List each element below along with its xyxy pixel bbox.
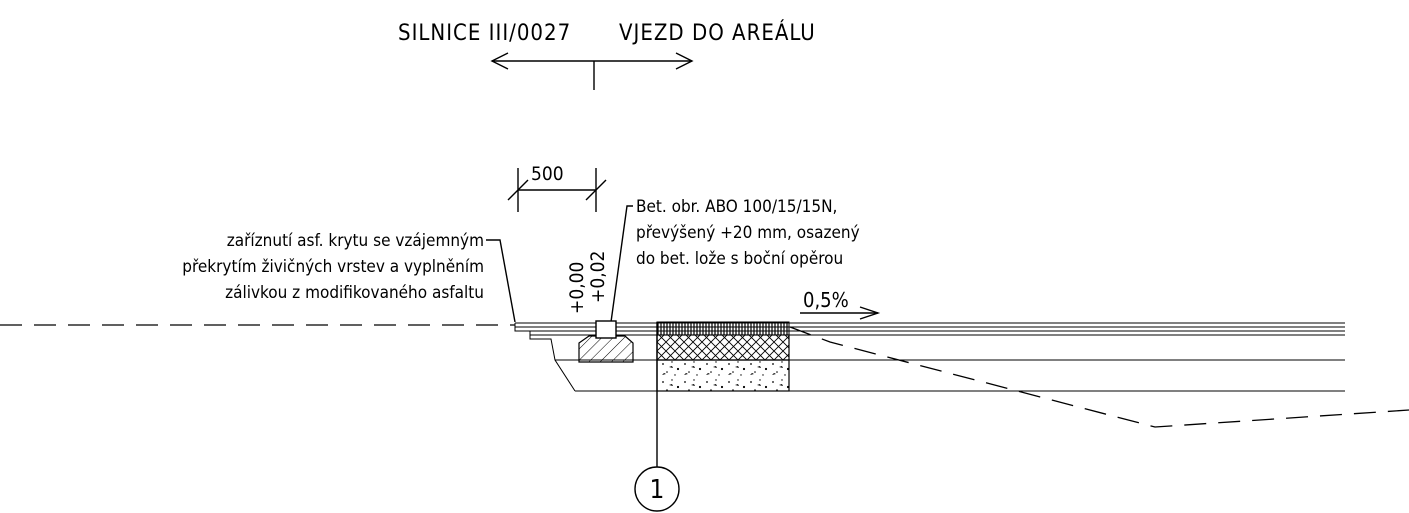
base-course	[656, 334, 790, 361]
road-label: SILNICE III/0027	[398, 21, 571, 46]
cut-note-line-3: zálivkou z modifikovaného asfaltu	[225, 283, 484, 303]
existing-terrain-right	[789, 326, 1409, 428]
entry-label: VJEZD DO AREÁLU	[619, 20, 816, 46]
section-marker-label: 1	[650, 475, 665, 505]
curb-note-line-1: Bet. obr. ABO 100/15/15N,	[636, 197, 837, 217]
pavement-layers	[514, 322, 1345, 392]
section-marker: 1	[634, 322, 680, 512]
direction-arrow	[490, 52, 694, 90]
cut-note-line-1: zaříznutí asf. krytu se vzájemným	[227, 231, 484, 251]
height-label-base: +0,00	[566, 262, 588, 314]
subbase-course	[656, 359, 790, 392]
width-dimension: 500	[507, 163, 607, 212]
concrete-bedding	[578, 335, 634, 363]
width-dimension-label: 500	[531, 163, 564, 185]
height-label-raised: +0,02	[587, 251, 609, 303]
cut-note-line-2: překrytím živičných vrstev a vyplněním	[182, 257, 484, 277]
curb-stone	[595, 320, 617, 339]
slope-indicator: 0,5%	[800, 288, 881, 320]
curb-note-line-3: do bet. lože s boční opěrou	[636, 249, 843, 269]
curb-note-line-2: převýšený +20 mm, osazený	[636, 223, 860, 243]
surface-course	[656, 321, 790, 336]
slope-label: 0,5%	[803, 288, 849, 312]
cut-note: zaříznutí asf. krytu se vzájemným překry…	[182, 231, 516, 323]
curb-note: Bet. obr. ABO 100/15/15N, převýšený +20 …	[610, 197, 860, 323]
